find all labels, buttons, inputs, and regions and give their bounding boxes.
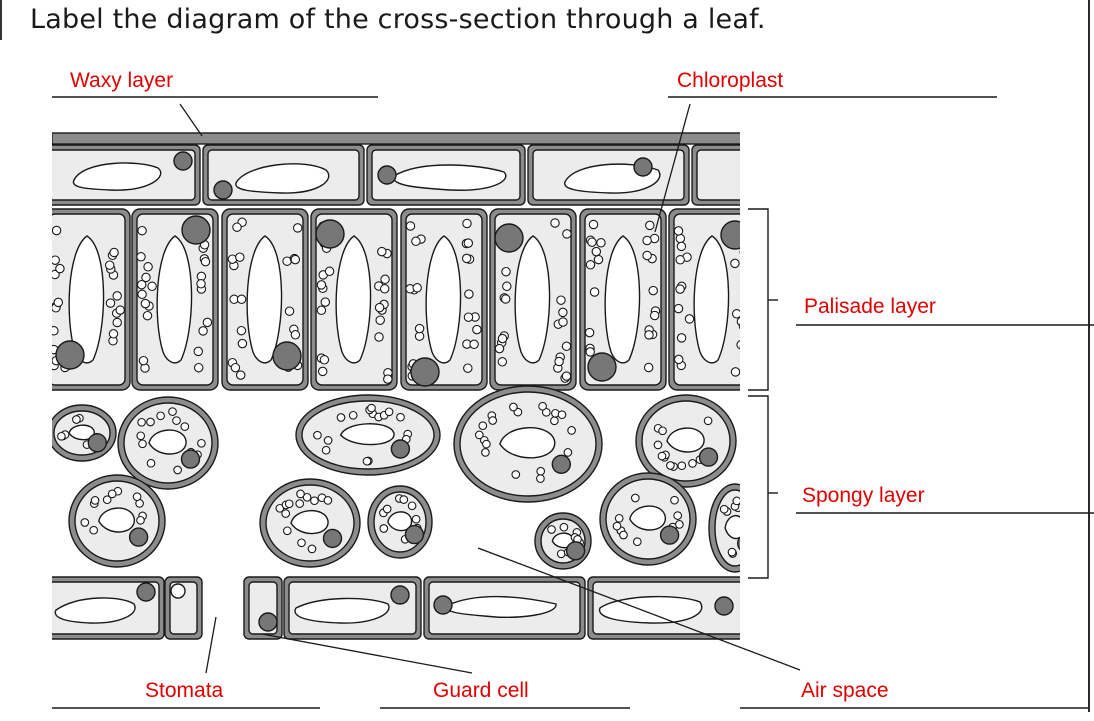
instruction-heading: Label the diagram of the cross-section t… — [30, 4, 766, 35]
leader-stomata — [205, 616, 217, 674]
palisade-layer-cells — [52, 208, 740, 391]
leader-lines — [179, 103, 801, 674]
window-edge-left — [0, 0, 2, 40]
waxy-cuticle — [52, 132, 740, 145]
palisade-cell — [668, 208, 740, 391]
palisade-cell — [221, 208, 309, 391]
label-air-space: Air space — [801, 679, 889, 702]
spongy-cell — [367, 485, 433, 559]
spongy-cell — [117, 396, 219, 490]
label-guard-cell: Guard cell — [433, 679, 529, 702]
palisade-cell — [489, 208, 577, 391]
spongy-cell — [534, 512, 592, 570]
palisade-cell — [52, 208, 131, 391]
leader-air-space — [477, 547, 801, 671]
leader-chloroplast — [654, 103, 691, 233]
layer-brackets — [748, 208, 778, 579]
spongy-cell — [635, 394, 737, 488]
label-stomata: Stomata — [145, 679, 224, 702]
spongy-cell — [599, 472, 697, 566]
spongy-cell — [52, 404, 117, 462]
spongy-cell — [68, 474, 166, 568]
label-chloroplast: Chloroplast — [677, 69, 784, 92]
window-edge — [1088, 0, 1090, 712]
spongy-layer-cells — [52, 385, 740, 573]
spongy-cell — [295, 394, 441, 476]
palisade-cell — [400, 208, 488, 391]
spongy-cell — [259, 478, 361, 568]
palisade-bracket — [748, 208, 769, 391]
spongy-cell — [453, 385, 603, 503]
spongy-cell — [708, 483, 740, 573]
leader-waxy-layer — [179, 103, 203, 137]
label-spongy-layer: Spongy layer — [802, 484, 925, 507]
leaf-tissue — [52, 132, 740, 640]
palisade-cell — [310, 208, 398, 391]
label-waxy-layer: Waxy layer — [70, 69, 174, 92]
leader-guard-cell — [261, 633, 473, 674]
spongy-bracket — [748, 395, 769, 579]
lower-epidermis — [52, 576, 740, 640]
answer-lines — [52, 96, 1094, 709]
upper-epidermis — [52, 144, 740, 206]
palisade-cell — [579, 208, 667, 391]
palisade-cell — [131, 208, 219, 391]
label-palisade-layer: Palisade layer — [804, 295, 936, 318]
